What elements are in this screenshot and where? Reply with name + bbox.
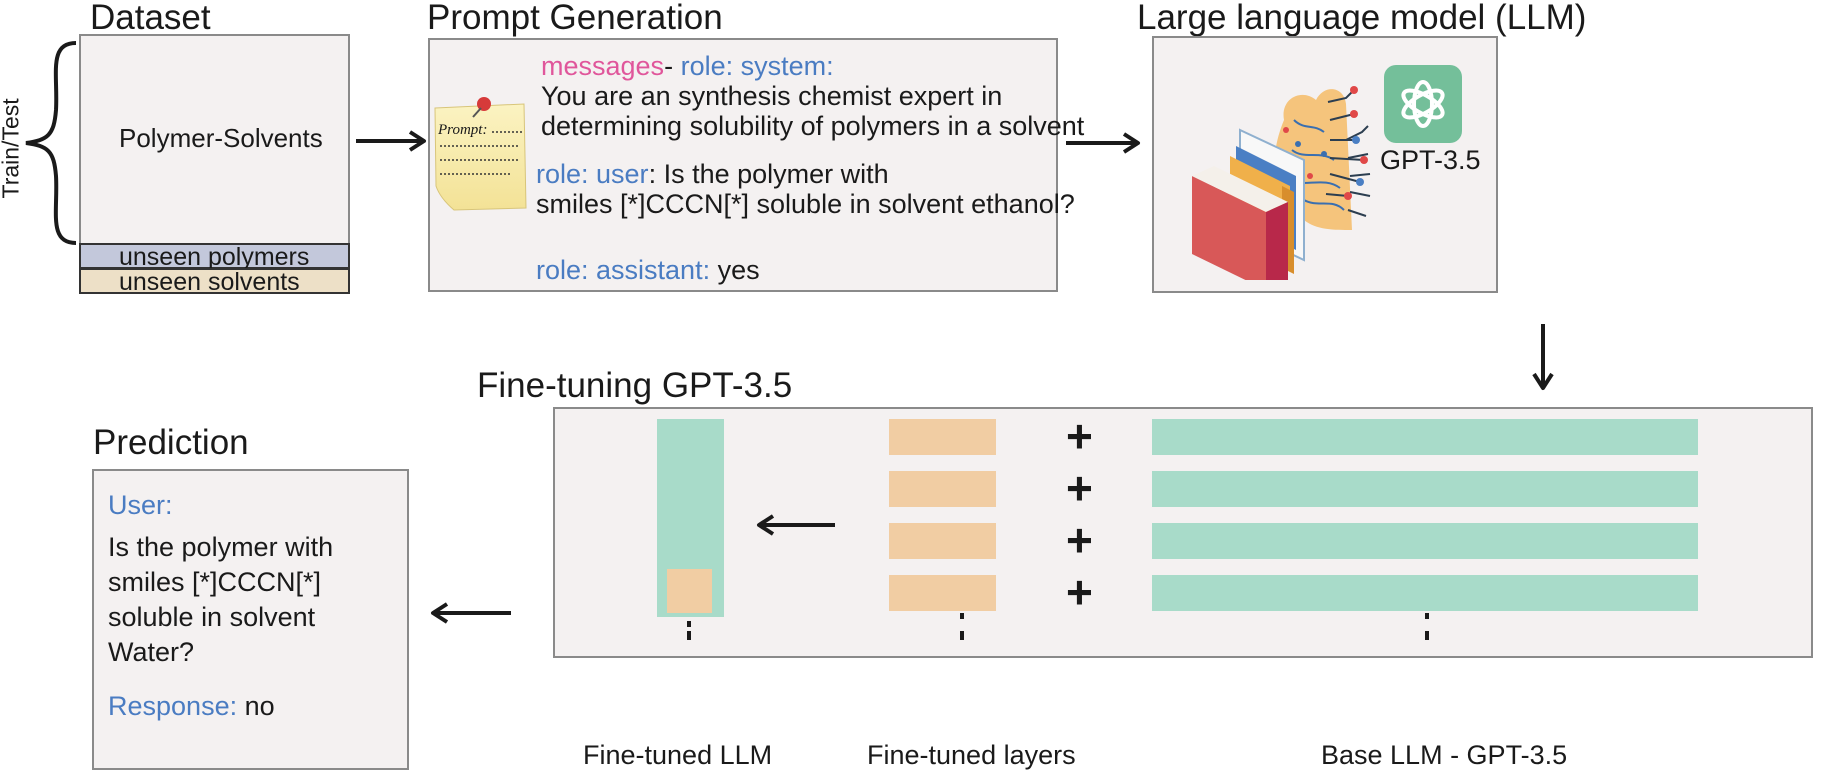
caption-finetuned-llm: Fine-tuned LLM: [583, 740, 773, 770]
dataset-main-label: Polymer-Solvents: [119, 123, 323, 153]
left-arrow: [757, 514, 835, 536]
assistant-answer: yes: [710, 255, 760, 285]
system-text-line1: You are an synthesis chemist expert in: [541, 81, 1003, 111]
messages-dash: -: [664, 51, 674, 81]
caption-tick-layers-top: [960, 613, 964, 619]
sticky-note-label: Prompt:: [438, 122, 488, 138]
prediction-question-line2: smiles [*]CCCN[*]: [108, 567, 322, 597]
prediction-question-line4: Water?: [108, 637, 195, 667]
assistant-role-line: role: assistant: yes: [536, 254, 760, 288]
plus-sign-4: +: [1066, 566, 1093, 618]
messages-keyword: messages: [541, 51, 665, 81]
prediction-response-label: Response:: [108, 691, 238, 721]
system-role-line: messages- role: system:: [541, 50, 834, 84]
caption-tick-llm: [687, 631, 691, 640]
caption-tick-base: [1425, 631, 1429, 640]
prediction-question-line3: soluble in solvent: [108, 602, 316, 632]
caption-tick-llm-top: [687, 621, 691, 627]
down-arrow: [1532, 324, 1554, 390]
unseen-polymers-band: unseen polymers: [79, 243, 350, 271]
llm-panel: GPT-3.5: [1152, 36, 1498, 293]
role-assistant-keyword: role: assistant:: [536, 255, 711, 285]
prediction-title: Prediction: [93, 423, 249, 462]
user-text-line1: : Is the polymer with: [648, 159, 889, 189]
finetune-panel: + + + +: [553, 407, 1813, 658]
prompt-title: Prompt Generation: [427, 0, 723, 37]
plus-sign-1: +: [1066, 410, 1093, 462]
pushpin-icon: [472, 97, 491, 118]
plus-sign-2: +: [1066, 462, 1093, 514]
openai-logo-icon: [1384, 65, 1462, 143]
dataset-title: Dataset: [90, 0, 211, 37]
prediction-panel: User: Is the polymer with smiles [*]CCCN…: [92, 469, 409, 770]
llm-title: Large language model (LLM): [1137, 0, 1587, 37]
base-layer-3: [1152, 523, 1698, 559]
prediction-question-line1: Is the polymer with: [108, 532, 334, 562]
base-layer-2: [1152, 471, 1698, 507]
caption-tick-layers: [960, 631, 964, 640]
system-text-line2: determining solubility of polymers in a …: [541, 111, 1085, 141]
caption-base-llm: Base LLM - GPT-3.5: [1321, 740, 1568, 770]
prediction-response-value: no: [237, 691, 275, 721]
role-user-keyword: role: user: [536, 159, 649, 189]
role-system-keyword: role: system:: [680, 51, 834, 81]
sticky-note-icon: [434, 103, 527, 211]
finetune-title: Fine-tuning GPT-3.5: [477, 366, 793, 405]
finetuned-layer-1: [889, 419, 996, 455]
base-layer-4: [1152, 575, 1698, 611]
right-arrow: [1066, 132, 1140, 154]
books-brain-icon: [1192, 89, 1371, 280]
finetuned-layer-4: [889, 575, 996, 611]
prediction-response-line: Response: no: [108, 690, 275, 724]
caption-tick-base-top: [1425, 613, 1429, 619]
left-arrow: [431, 602, 511, 624]
train-test-label: Train/Test: [0, 98, 24, 199]
neural-connectors: [1325, 86, 1368, 200]
user-text-line2: smiles [*]CCCN[*] soluble in solvent eth…: [536, 189, 1075, 219]
plus-sign-3: +: [1066, 514, 1093, 566]
finetuned-llm-adapter-block: [667, 569, 712, 613]
prompt-panel: Prompt: messages- role: system: You are …: [428, 38, 1084, 292]
finetuned-layer-2: [889, 471, 996, 507]
prediction-user-label: User:: [108, 490, 173, 520]
left-curly-bracket: [25, 41, 77, 245]
base-layer-1: [1152, 419, 1698, 455]
finetuned-layer-3: [889, 523, 996, 559]
dataset-panel: Polymer-Solvents: [79, 34, 350, 244]
right-arrow: [356, 130, 426, 152]
llm-model-label: GPT-3.5: [1380, 145, 1481, 175]
unseen-polymers-label: unseen polymers: [119, 243, 310, 271]
unseen-solvents-band: unseen solvents: [79, 268, 350, 296]
user-role-line: role: user: Is the polymer with: [536, 158, 889, 192]
unseen-solvents-label: unseen solvents: [119, 268, 300, 296]
caption-finetuned-layers: Fine-tuned layers: [867, 740, 1076, 770]
